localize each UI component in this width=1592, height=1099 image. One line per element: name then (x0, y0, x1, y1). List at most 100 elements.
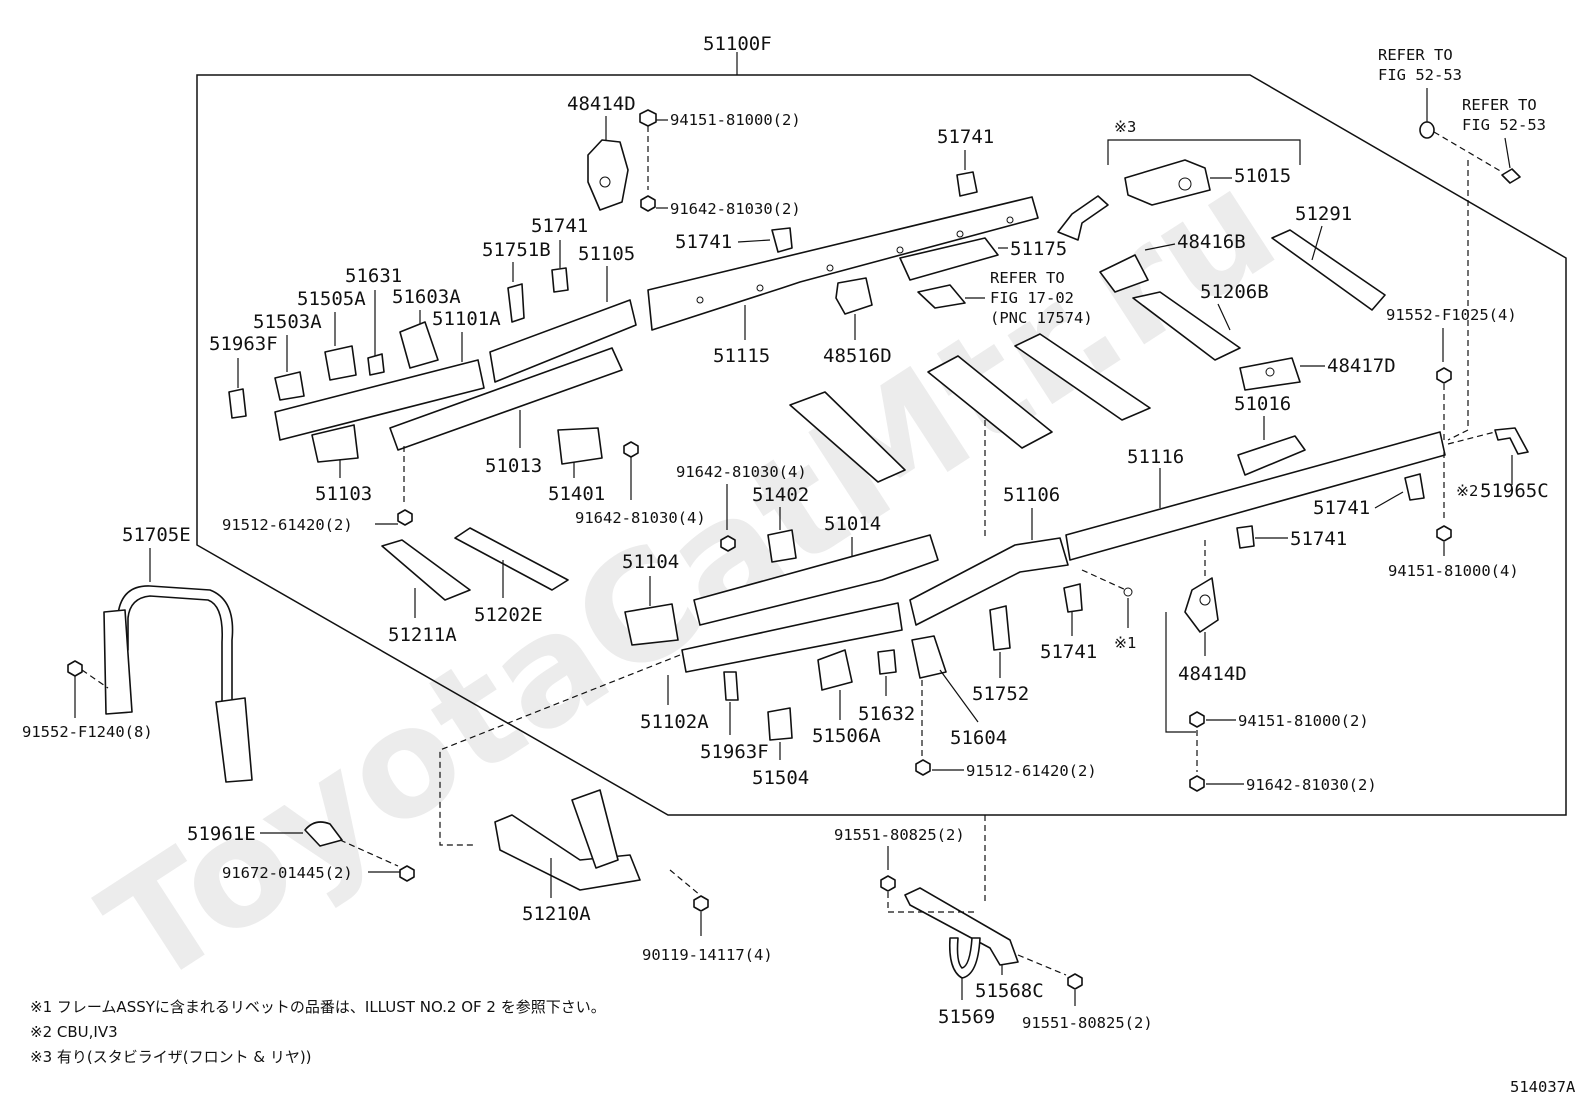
label-51751B[interactable]: 51751B (482, 239, 551, 261)
label-91672[interactable]: 91672-01445(2) (222, 864, 353, 882)
crossmember-c[interactable] (789, 391, 906, 483)
label-51291[interactable]: 51291 (1295, 203, 1352, 225)
part-51603A[interactable] (399, 321, 439, 369)
part-51741-top[interactable] (956, 171, 978, 197)
part-51506A[interactable] (817, 649, 853, 691)
part-51211A[interactable] (381, 539, 471, 601)
part-51401[interactable] (557, 427, 603, 465)
part-51751B[interactable] (507, 283, 525, 323)
label-94151-bottom[interactable]: 94151-81000(2) (1238, 712, 1369, 730)
label-90119[interactable]: 90119-14117(4) (642, 946, 773, 964)
part-51175[interactable] (899, 237, 999, 281)
part-51752[interactable] (989, 605, 1011, 651)
label-51569[interactable]: 51569 (938, 1006, 995, 1028)
label-51202E[interactable]: 51202E (474, 604, 543, 626)
label-51961E[interactable]: 51961E (187, 823, 256, 845)
part-51961E[interactable] (304, 821, 343, 847)
part-51116[interactable] (1065, 431, 1446, 561)
part-51741-bottom[interactable] (1063, 583, 1083, 613)
part-51014[interactable] (693, 534, 939, 626)
label-51568C[interactable]: 51568C (975, 980, 1044, 1002)
part-51291[interactable] (1271, 229, 1386, 311)
part-51106[interactable] (909, 537, 1069, 626)
part-51402[interactable] (767, 529, 797, 563)
part-51503A[interactable] (274, 371, 305, 401)
label-51741-c[interactable]: 51741 (531, 215, 588, 237)
label-51741-right2[interactable]: 51741 (1290, 528, 1347, 550)
label-51101A[interactable]: 51101A (432, 308, 501, 330)
label-51503A[interactable]: 51503A (253, 311, 322, 333)
part-51210A[interactable] (494, 814, 641, 891)
label-91642-top[interactable]: 91642-81030(2) (670, 200, 801, 218)
part-51705E[interactable] (117, 585, 234, 709)
part-51568C[interactable] (904, 887, 1019, 966)
part-48414D-bottom[interactable] (1184, 577, 1219, 633)
label-51631[interactable]: 51631 (345, 265, 402, 287)
label-91642-mid1[interactable]: 91642-81030(4) (575, 509, 706, 527)
part-48414D-top[interactable] (587, 139, 629, 211)
part-51569[interactable] (948, 937, 981, 979)
part-51104[interactable] (624, 603, 679, 646)
label-51741-top[interactable]: 51741 (937, 126, 994, 148)
label-51505A[interactable]: 51505A (297, 288, 366, 310)
label-51401[interactable]: 51401 (548, 483, 605, 505)
part-51103[interactable] (311, 424, 359, 463)
label-51741-bottom[interactable]: 51741 (1040, 641, 1097, 663)
label-91642-mid2[interactable]: 91642-81030(4) (676, 463, 807, 481)
label-51963F-top[interactable]: 51963F (209, 333, 278, 355)
crossmember-a[interactable] (927, 355, 1053, 449)
part-51013[interactable] (389, 347, 623, 451)
part-51206B[interactable] (1132, 291, 1241, 361)
label-51115[interactable]: 51115 (713, 345, 770, 367)
label-51116[interactable]: 51116 (1127, 446, 1184, 468)
main-assembly-label[interactable]: 51100F (703, 33, 772, 55)
label-91642-bottom[interactable]: 91642-81030(2) (1246, 776, 1377, 794)
label-51103[interactable]: 51103 (315, 483, 372, 505)
label-51741-b[interactable]: 51741 (675, 231, 732, 253)
part-51631[interactable] (367, 353, 385, 376)
part-51015[interactable] (1124, 159, 1211, 206)
part-51741-right2[interactable] (1236, 525, 1255, 549)
label-51632[interactable]: 51632 (858, 703, 915, 725)
label-51603A[interactable]: 51603A (392, 286, 461, 308)
refer-fig-52-53-a[interactable]: REFER TO FIG 52-53 (1378, 46, 1462, 84)
label-94151-right[interactable]: 94151-81000(4) (1388, 562, 1519, 580)
label-91512-left[interactable]: 91512-61420(2) (222, 516, 353, 534)
part-51505A[interactable] (324, 345, 357, 381)
refer-fig-52-53-b[interactable]: REFER TO FIG 52-53 (1462, 96, 1546, 134)
part-51632[interactable] (877, 649, 897, 675)
part-51741-c[interactable] (551, 267, 569, 293)
part-51965C[interactable] (1494, 427, 1529, 455)
label-51014[interactable]: 51014 (824, 513, 881, 535)
label-51013[interactable]: 51013 (485, 455, 542, 477)
part-48416B[interactable] (1099, 254, 1149, 293)
label-91512-bottom[interactable]: 91512-61420(2) (966, 762, 1097, 780)
label-48516D[interactable]: 48516D (823, 345, 892, 367)
label-51965C[interactable]: 51965C (1480, 480, 1549, 502)
crossmember-b[interactable] (1014, 333, 1151, 421)
label-91552-F1240[interactable]: 91552-F1240(8) (22, 723, 153, 741)
refer-fig-17-02[interactable]: REFER TO FIG 17-02 (PNC 17574) (990, 269, 1093, 327)
label-48414D-bottom[interactable]: 48414D (1178, 663, 1247, 685)
part-51101A[interactable] (274, 359, 485, 441)
part-51016[interactable] (1237, 435, 1306, 476)
label-91551-bottom[interactable]: 91551-80825(2) (1022, 1014, 1153, 1032)
label-51211A[interactable]: 51211A (388, 624, 457, 646)
label-51104[interactable]: 51104 (622, 551, 679, 573)
label-48417D[interactable]: 48417D (1327, 355, 1396, 377)
part-48516D[interactable] (835, 277, 873, 315)
label-94151-top[interactable]: 94151-81000(2) (670, 111, 801, 129)
label-51963F-bottom[interactable]: 51963F (700, 741, 769, 763)
part-51963F-top[interactable] (228, 388, 247, 419)
part-51741-right1[interactable] (1404, 473, 1425, 501)
part-51963F-bottom[interactable] (723, 671, 739, 701)
label-48416B[interactable]: 48416B (1177, 231, 1246, 253)
part-51115[interactable] (647, 196, 1039, 331)
label-51206B[interactable]: 51206B (1200, 281, 1269, 303)
label-51506A[interactable]: 51506A (812, 725, 881, 747)
label-91551-top[interactable]: 91551-80825(2) (834, 826, 965, 844)
label-51402[interactable]: 51402 (752, 484, 809, 506)
part-51102A[interactable] (681, 602, 903, 673)
label-51102A[interactable]: 51102A (640, 711, 709, 733)
label-51106[interactable]: 51106 (1003, 484, 1060, 506)
